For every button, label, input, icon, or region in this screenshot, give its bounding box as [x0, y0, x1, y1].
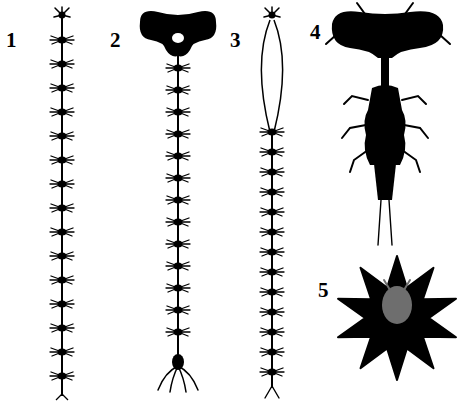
callout-number: 4: [310, 22, 321, 43]
callout-number: 3: [230, 30, 241, 51]
segmented-chain-2: [140, 11, 217, 392]
callout-number: 2: [110, 30, 121, 51]
segmented-chain-1: [50, 7, 74, 400]
insect-body-plan: [326, 3, 450, 245]
callout-number: 5: [318, 280, 329, 301]
callout-number: 1: [6, 30, 17, 51]
radial-body-plan: [338, 256, 456, 380]
segmented-chain-3: [260, 7, 284, 398]
